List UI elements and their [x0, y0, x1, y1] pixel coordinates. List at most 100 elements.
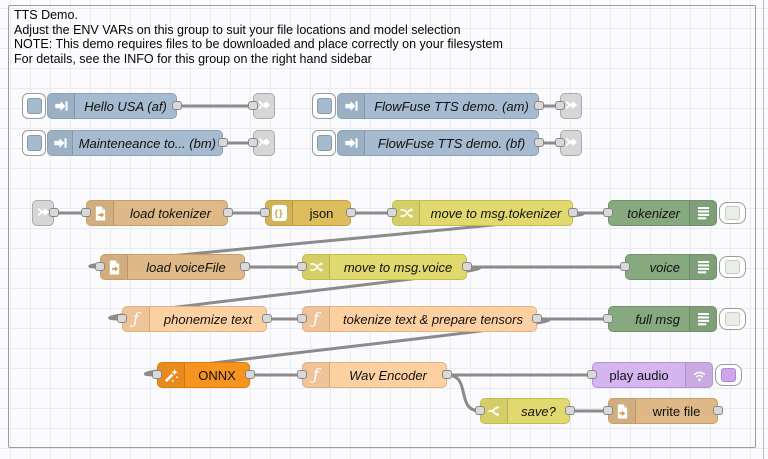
output-port[interactable] — [442, 370, 452, 379]
output-port[interactable] — [172, 101, 182, 110]
input-port[interactable] — [555, 138, 565, 147]
inject-arrow-icon — [338, 131, 365, 155]
function-glyph: ƒ — [133, 309, 139, 328]
output-port[interactable] — [245, 370, 255, 379]
output-port[interactable] — [565, 406, 575, 415]
node-label: FlowFuse TTS demo. (bf) — [377, 135, 526, 151]
input-port[interactable] — [603, 208, 613, 217]
function-icon: ƒ — [303, 363, 330, 387]
group-border[interactable] — [8, 5, 756, 448]
node-link-out[interactable] — [248, 93, 275, 119]
output-port[interactable] — [240, 262, 250, 271]
node-label: full msg — [635, 311, 680, 327]
node-debug-full-msg[interactable]: full msg — [603, 306, 717, 332]
wire[interactable] — [143, 317, 551, 377]
debug-toggle-button[interactable] — [719, 308, 746, 330]
input-port[interactable] — [555, 101, 565, 110]
output-port[interactable] — [462, 262, 472, 271]
node-phonemize-text[interactable]: ƒ phonemize text — [117, 306, 272, 332]
node-move-to-msg-voice[interactable]: move to msg.voice — [297, 254, 472, 280]
inject-arrow-icon — [338, 94, 365, 118]
input-port[interactable] — [81, 208, 91, 217]
inject-button[interactable] — [312, 93, 336, 119]
node-link-out[interactable] — [555, 130, 582, 156]
node-inject-hello-usa[interactable]: Hello USA (af) — [47, 93, 182, 119]
inject-arrow-icon — [48, 94, 75, 118]
node-label: Wav Encoder — [349, 367, 427, 383]
input-port[interactable] — [587, 370, 597, 379]
function-glyph: ƒ — [313, 309, 319, 328]
node-json[interactable]: {} json — [260, 200, 356, 226]
input-port[interactable] — [297, 370, 307, 379]
node-debug-voice[interactable]: voice — [620, 254, 717, 280]
group-comment: TTS Demo. Adjust the ENV VARs on this gr… — [14, 8, 503, 66]
input-port[interactable] — [117, 314, 127, 323]
output-port[interactable] — [346, 208, 356, 217]
inject-button-fill — [316, 135, 332, 151]
node-move-to-msg-tokenizer[interactable]: move to msg.tokenizer — [387, 200, 578, 226]
node-inject-flowfuse-bf[interactable]: FlowFuse TTS demo. (bf) — [337, 130, 544, 156]
input-port[interactable] — [603, 314, 613, 323]
output-port[interactable] — [534, 101, 544, 110]
link-arrow-icon — [257, 98, 271, 115]
input-port[interactable] — [387, 208, 397, 217]
json-braces-glyph: {} — [271, 205, 287, 221]
node-load-tokenizer[interactable]: load tokenizer — [81, 200, 233, 226]
inject-button-fill — [26, 98, 42, 114]
wire[interactable] — [108, 265, 481, 321]
node-inject-flowfuse-am[interactable]: FlowFuse TTS demo. (am) — [337, 93, 544, 119]
input-port[interactable] — [620, 262, 630, 271]
input-port[interactable] — [603, 406, 613, 415]
node-link-out[interactable] — [555, 93, 582, 119]
output-port[interactable] — [568, 208, 578, 217]
inject-button[interactable] — [22, 93, 46, 119]
input-port[interactable] — [475, 406, 485, 415]
node-link-in[interactable] — [32, 200, 59, 226]
inject-arrow-icon — [48, 131, 73, 155]
output-port[interactable] — [713, 406, 723, 415]
list-bars-icon — [689, 255, 716, 279]
output-port[interactable] — [49, 208, 59, 217]
node-tokenize-prepare-tensors[interactable]: ƒ tokenize text & prepare tensors — [297, 306, 542, 332]
input-port[interactable] — [297, 262, 307, 271]
debug-toggle-fill — [725, 206, 740, 220]
canvas-right-edge — [763, 0, 764, 459]
input-port[interactable] — [248, 101, 258, 110]
output-port[interactable] — [223, 208, 233, 217]
input-port[interactable] — [297, 314, 307, 323]
debug-toggle-button[interactable] — [719, 256, 746, 278]
function-glyph: ƒ — [313, 365, 319, 384]
output-port[interactable] — [534, 138, 544, 147]
node-save-switch[interactable]: save? — [475, 398, 575, 424]
node-inject-maintenance[interactable]: Mainteneance to... (bm) — [47, 130, 228, 156]
node-play-audio[interactable]: play audio — [587, 362, 713, 388]
debug-toggle-fill — [725, 260, 740, 274]
node-load-voicefile[interactable]: load voiceFile — [95, 254, 250, 280]
fork-arrows-icon — [481, 399, 508, 423]
output-port[interactable] — [532, 314, 542, 323]
wire[interactable] — [445, 373, 482, 413]
node-link-out[interactable] — [248, 130, 275, 156]
link-arrow-icon — [257, 135, 271, 152]
node-wav-encoder[interactable]: ƒ Wav Encoder — [297, 362, 452, 388]
debug-toggle-button[interactable] — [719, 202, 746, 224]
output-port[interactable] — [262, 314, 272, 323]
input-port[interactable] — [95, 262, 105, 271]
inject-button-fill — [26, 135, 42, 151]
node-debug-tokenizer[interactable]: tokenizer — [603, 200, 717, 226]
file-page-icon — [609, 399, 636, 423]
inject-button[interactable] — [312, 130, 336, 156]
node-write-file[interactable]: write file — [603, 398, 723, 424]
output-port[interactable] — [218, 138, 228, 147]
function-icon: ƒ — [303, 307, 330, 331]
play-audio-button[interactable] — [715, 364, 742, 386]
input-port[interactable] — [260, 208, 270, 217]
node-onnx[interactable]: ONNX — [152, 362, 255, 388]
link-arrow-icon — [36, 205, 50, 222]
inject-button[interactable] — [22, 130, 46, 156]
input-port[interactable] — [248, 138, 258, 147]
input-port[interactable] — [152, 370, 162, 379]
node-label: play audio — [609, 367, 669, 383]
